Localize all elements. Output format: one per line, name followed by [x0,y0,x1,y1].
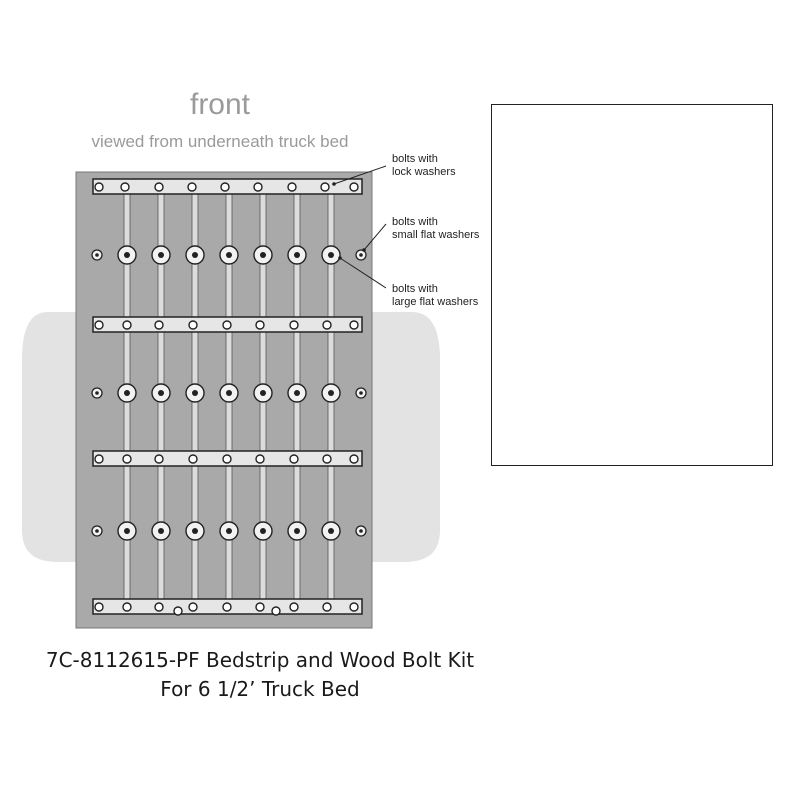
lock-washer-bolt [255,320,265,330]
fender-shape-right [372,312,440,562]
lock-washer-bolt [94,182,104,192]
bolt-center [359,529,363,533]
lock-washer-bolt [94,602,104,612]
callout-lock-washers: bolts with lock washers [392,153,456,178]
bolt-center [124,252,130,258]
lock-washer-bolt [349,602,359,612]
diagram-subtitle: viewed from underneath truck bed [91,132,349,151]
bolt-center [226,390,232,396]
bolt-center [192,252,198,258]
lock-washer-bolt [188,454,198,464]
bolt-center [124,390,130,396]
leader-arrowhead [332,182,336,186]
lock-washer-bolt [322,602,332,612]
bolt-center [260,528,266,534]
fender-shape-left [22,312,76,562]
lock-washer-bolt [187,182,197,192]
photo-frame [491,104,773,466]
lock-washer-bolt [188,602,198,612]
diagram-title: front [189,88,251,121]
lock-washer-bolt [349,320,359,330]
lock-washer-bolt [122,454,132,464]
bolt-center [158,252,164,258]
bolt-center [124,528,130,534]
bolt-center [294,528,300,534]
lock-washer-bolt [122,602,132,612]
lock-washer-bolt [349,182,359,192]
lock-washer-bolt [94,454,104,464]
bolt-center [328,390,334,396]
lock-washer-bolt [255,602,265,612]
bolt-center [95,391,99,395]
leader-arrowhead [338,256,342,260]
leader-line [363,223,387,251]
leader-line [333,165,387,185]
leader-line [339,257,387,289]
caption-line-2: For 6 1/2’ Truck Bed [160,677,360,701]
bolt-center [294,390,300,396]
lock-washer-bolt [188,320,198,330]
leader-arrowhead [362,248,366,252]
bed-parts [91,165,387,616]
lock-washer-bolt [320,182,330,192]
bolt-center [328,528,334,534]
lock-washer-bolt [253,182,263,192]
callout-small-flat-washers: bolts with small flat washers [392,216,480,241]
lock-washer-bolt [222,454,232,464]
lock-washer-bolt [322,320,332,330]
bolt-center [192,390,198,396]
lock-washer-bolt [154,602,164,612]
lock-washer-bolt [255,454,265,464]
bolt-center [260,390,266,396]
bolt-center [95,529,99,533]
bolt-center [260,252,266,258]
lock-washer-bolt [222,602,232,612]
lock-washer-bolt [94,320,104,330]
bolt-center [158,390,164,396]
bolt-center [294,252,300,258]
bolt-center [158,528,164,534]
bolt-center [226,528,232,534]
lock-washer-bolt [154,320,164,330]
lock-washer-bolt [287,182,297,192]
lock-washer-bolt [220,182,230,192]
lock-washer-bolt [289,320,299,330]
lock-washer-bolt [271,606,281,616]
caption-line-1: 7C-8112615-PF Bedstrip and Wood Bolt Kit [45,648,475,672]
bolt-center [192,528,198,534]
lock-washer-bolt [289,454,299,464]
lock-washer-bolt [120,182,130,192]
bolt-center [226,252,232,258]
bolt-center [95,253,99,257]
lock-washer-bolt [222,320,232,330]
lock-washer-bolt [122,320,132,330]
lock-washer-bolt [322,454,332,464]
lock-washer-bolt [154,182,164,192]
bolt-center [359,391,363,395]
lock-washer-bolt [154,454,164,464]
bolt-center [328,252,334,258]
lock-washer-bolt [173,606,183,616]
lock-washer-bolt [349,454,359,464]
lock-washer-bolt [289,602,299,612]
bolt-center [359,253,363,257]
callout-large-flat-washers: bolts with large flat washers [392,283,479,308]
